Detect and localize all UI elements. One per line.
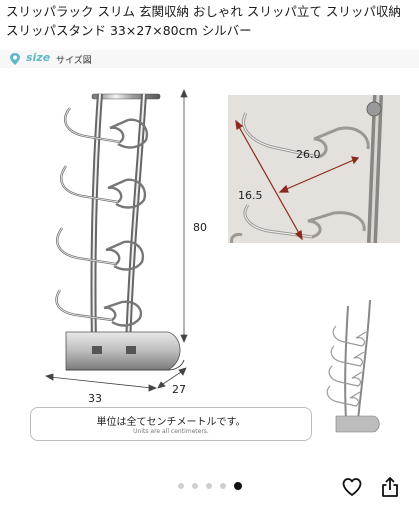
depth-dimension: 27 [172, 383, 186, 396]
carousel-dot[interactable] [219, 483, 226, 489]
carousel-dot[interactable] [191, 483, 198, 489]
units-note: 単位は全てセンチメートルです。 Units are all centimeter… [30, 407, 312, 441]
detail-width-label: 26.0 [296, 148, 321, 161]
units-note-jp: 単位は全てセンチメートルです。 [96, 417, 246, 428]
carousel-dot[interactable] [205, 483, 212, 489]
detail-closeup-image: 26.0 16.5 [228, 95, 400, 243]
size-section-header: size サイズ図 [0, 50, 419, 68]
heart-icon[interactable] [341, 476, 363, 498]
size-label: size [26, 51, 51, 64]
carousel-dot[interactable] [177, 483, 184, 489]
pin-icon [10, 53, 20, 65]
detail-illustration [228, 95, 400, 243]
product-image [44, 88, 416, 438]
height-dimension: 80 [193, 221, 207, 234]
width-dimension: 33 [88, 392, 102, 405]
share-icon[interactable] [379, 476, 401, 498]
detail-height-label: 16.5 [238, 189, 263, 202]
carousel-dot-active[interactable] [233, 482, 242, 490]
product-title: スリッパラック スリム 玄関収納 おしゃれ スリッパ立て スリッパ収納 スリッパ… [6, 4, 401, 38]
size-label-jp: サイズ図 [56, 56, 92, 66]
units-note-en: Units are all centimeters. [133, 428, 209, 435]
carousel-indicator [0, 480, 419, 492]
